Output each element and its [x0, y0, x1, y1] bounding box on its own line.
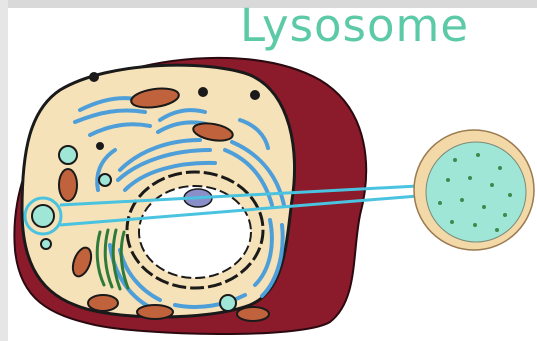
lysosome-zoom-view [414, 130, 534, 250]
lysosome-in-cell [32, 205, 54, 227]
